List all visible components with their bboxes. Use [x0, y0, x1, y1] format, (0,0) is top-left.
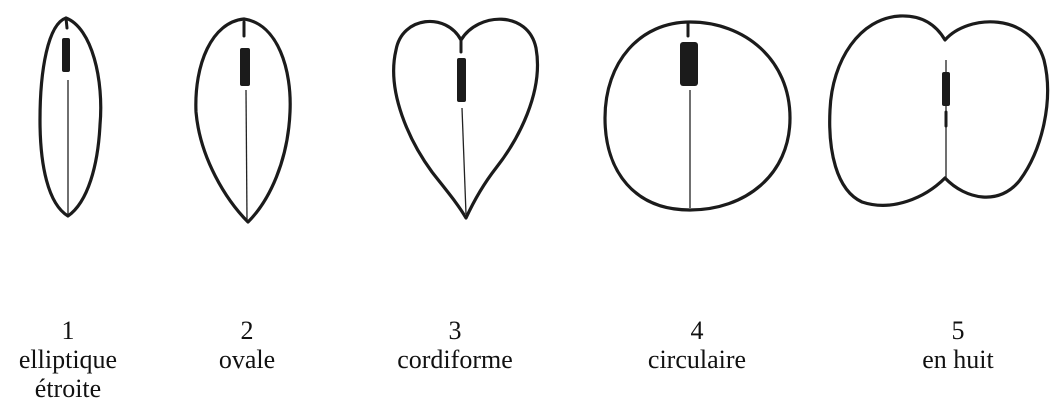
- shape-number: 5: [868, 316, 1048, 345]
- shape-name: elliptique étroite: [0, 345, 158, 403]
- shape-name: ovale: [157, 345, 337, 374]
- shape-label-2: 2 ovale: [157, 316, 337, 374]
- shape-number: 1: [0, 316, 158, 345]
- shape-label-3: 3 cordiforme: [365, 316, 545, 374]
- shape-name: en huit: [868, 345, 1048, 374]
- shape-5-figure-eight: [830, 16, 1048, 205]
- shape-label-1: 1 elliptique étroite: [0, 316, 158, 403]
- shape-2-oval: [196, 19, 290, 222]
- shape-3-cordiform: [394, 19, 538, 218]
- shape-label-5: 5 en huit: [868, 316, 1048, 374]
- shape-number: 2: [157, 316, 337, 345]
- shape-1-elliptic-narrow: [40, 18, 101, 216]
- shape-label-4: 4 circulaire: [607, 316, 787, 374]
- shape-number: 4: [607, 316, 787, 345]
- shape-4-circular: [605, 22, 790, 210]
- shape-name: cordiforme: [365, 345, 545, 374]
- shape-name: circulaire: [607, 345, 787, 374]
- shape-number: 3: [365, 316, 545, 345]
